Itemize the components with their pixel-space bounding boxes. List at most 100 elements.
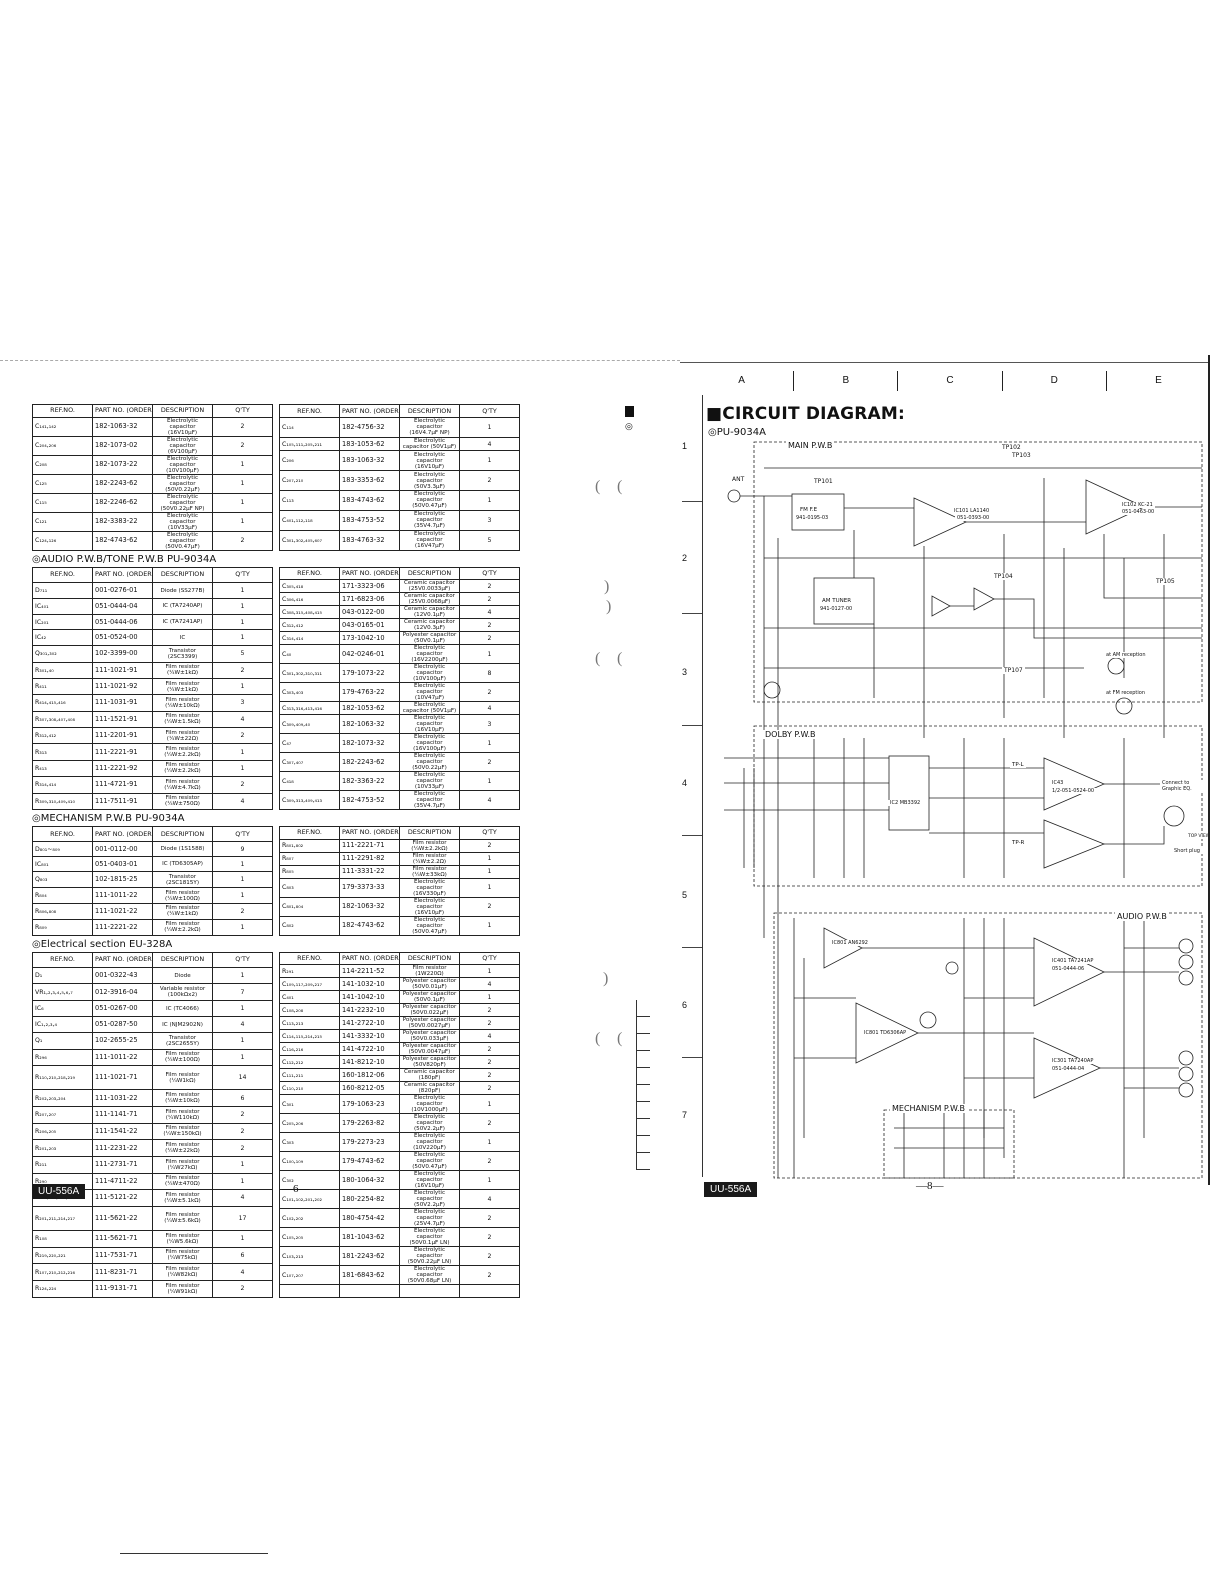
- top-solid-rule: [680, 362, 1210, 363]
- part-number-cell: 183-3353-62: [339, 470, 400, 492]
- quantity-cell: 1: [459, 644, 520, 664]
- part-number-cell: 111-1031-22: [92, 1089, 153, 1108]
- ref-cell: C₁₁₂,₂₁₂: [279, 1055, 340, 1069]
- description-cell: Film resistor (¼W±2.2kΩ): [152, 743, 213, 761]
- description-cell: Film resistor (¼W±5.6kΩ): [152, 1205, 213, 1232]
- main-pwb-outline: [753, 441, 1203, 703]
- description-cell: IC: [152, 629, 213, 647]
- grid-column: C: [898, 371, 1003, 391]
- circuit-schematic: [724, 441, 1203, 1179]
- binding-mark: (: [595, 650, 601, 667]
- ref-cell: R₁₂₄,₂₂₄: [32, 1279, 93, 1298]
- quantity-cell: 4: [459, 701, 520, 715]
- ref-cell: VR₁,₂,₃,₄,₅,₆,₇: [32, 983, 93, 1002]
- part-number-cell: 111-2221-91: [92, 743, 153, 761]
- parts-table-mechanism-left: REF.NO.PART NO. (ORDER NO.)DESCRIPTIONQ'…: [32, 825, 273, 936]
- part-number-cell: 182-1073-02: [92, 435, 153, 456]
- grid-tick: [682, 1057, 702, 1058]
- parts-table-top-left: REF.NO.PART NO. (ORDER NO.)DESCRIPTIONQ'…: [32, 404, 273, 551]
- part-number-cell: 111-2221-22: [92, 918, 153, 936]
- part-number-cell: 111-5121-22: [92, 1189, 153, 1207]
- electrical-table-pair: REF.NO.PART NO. (ORDER NO.)DESCRIPTIONQ'…: [32, 951, 520, 1298]
- description-cell: Film resistor (¼W±2.2Ω): [399, 851, 460, 866]
- ref-cell: C₃₀₉,₄₀₉,₄₀: [279, 714, 340, 734]
- quantity-cell: 2: [212, 727, 273, 745]
- grid-row: 2: [682, 553, 688, 563]
- description-cell: IC (TA7240AP): [152, 597, 213, 615]
- tp104-label: TP104: [992, 573, 1015, 580]
- transistor-symbol: [919, 1011, 937, 1029]
- block-label-main: MAIN P.W.B: [786, 441, 835, 450]
- quantity-cell: 4: [212, 1016, 273, 1033]
- connect-eq-label: Connect to Graphic EQ.: [1160, 780, 1208, 792]
- description-cell: Electrolytic capacitor (6V100μF): [152, 435, 213, 456]
- quantity-cell: 1: [212, 511, 273, 532]
- ref-cell: C₂₀₆: [279, 450, 340, 472]
- ref-cell: D₁: [32, 967, 93, 985]
- ic43-part-label: 1/2-051-0524-00: [1050, 788, 1097, 794]
- quantity-cell: 1: [459, 771, 520, 791]
- ref-cell: C₈₀₁,₈₀₄: [279, 896, 340, 917]
- part-number-cell: 182-1063-32: [92, 416, 153, 437]
- part-number-cell: 012-3916-04: [92, 983, 153, 1002]
- part-number-cell: 183-4753-52: [339, 509, 400, 531]
- part-number-cell: 001-0112-00: [92, 841, 153, 858]
- description-cell: Film resistor (¼W±2.2kΩ): [399, 838, 460, 853]
- ref-cell: C₃₀₃: [279, 1132, 340, 1152]
- part-number-cell: 111-5621-71: [92, 1230, 153, 1248]
- column-header: PART NO. (ORDER NO.): [339, 826, 400, 840]
- ref-cell: IC₄₀₁: [32, 597, 93, 615]
- ic301-symbol: [1033, 1037, 1101, 1099]
- grid-column: D: [1003, 371, 1107, 391]
- description-cell: Film resistor (¼W±1kΩ): [152, 677, 213, 696]
- description-cell: Electrolytic capacitor (16V10μF): [152, 416, 213, 437]
- part-number-cell: 179-4743-62: [339, 1151, 400, 1171]
- quantity-cell: 4: [459, 1189, 520, 1209]
- part-number-cell: 182-3363-22: [339, 771, 400, 791]
- description-cell: Film resistor (1W220Ω): [399, 964, 460, 978]
- description-cell: Film resistor (¼W±1.5kΩ): [152, 710, 213, 729]
- ic2-block: [888, 755, 930, 831]
- transistor-symbol: [1115, 697, 1133, 715]
- description-cell: Ceramic capacitor (820pF): [399, 1081, 460, 1095]
- part-number-cell: 111-1011-22: [92, 887, 153, 904]
- quantity-cell: 1: [459, 733, 520, 753]
- quantity-cell: 2: [212, 1106, 273, 1124]
- part-number-cell: 182-1063-32: [339, 714, 400, 734]
- quantity-cell: 1: [459, 1170, 520, 1190]
- din-connector: [1163, 805, 1185, 827]
- description-cell: Electrolytic capacitor (50V0.22μF LN): [399, 1246, 460, 1266]
- description-cell: IC (TD6305AP): [152, 856, 213, 873]
- quantity-cell: 8: [459, 663, 520, 683]
- amp-symbol: [931, 595, 951, 617]
- part-number-cell: 182-4743-62: [92, 530, 153, 551]
- description-cell: Film resistor (¼W75kΩ): [152, 1246, 213, 1265]
- ref-cell: R₃₀₉,₃₁₀,₄₀₉,₄₁₀: [32, 792, 93, 811]
- ref-cell: C₃₁₄,₄₁₄: [279, 631, 340, 645]
- description-cell: Film resistor (¼W±2.2kΩ): [152, 759, 213, 778]
- page-edge-line: [1208, 355, 1210, 1185]
- fm-fe-part-label: 941-0195-03: [794, 515, 831, 521]
- description-cell: Film resistor (¼W±100Ω): [152, 887, 213, 904]
- description-cell: Film resistor (¼W±10kΩ): [152, 694, 213, 712]
- part-number-cell: 111-7531-71: [92, 1246, 153, 1265]
- grid-row: 4: [682, 778, 688, 788]
- ref-cell: R₄₁₄,₄₁₅,₄₁₆: [32, 694, 93, 712]
- description-cell: Electrolytic capacitor (10V220μF): [399, 1132, 460, 1152]
- description-cell: IC (NJM2902N): [152, 1016, 213, 1033]
- part-number-cell: 111-1541-22: [92, 1122, 153, 1141]
- part-number-cell: 180-1064-32: [339, 1170, 400, 1190]
- description-cell: Film resistor (¼W27kΩ): [152, 1155, 213, 1174]
- quantity-cell: 1: [212, 582, 273, 599]
- part-number-cell: 179-4763-22: [339, 682, 400, 702]
- description-cell: Electrolytic capacitor (50V3.3μF): [399, 470, 460, 492]
- block-label-dolby: DOLBY P.W.B: [763, 730, 818, 739]
